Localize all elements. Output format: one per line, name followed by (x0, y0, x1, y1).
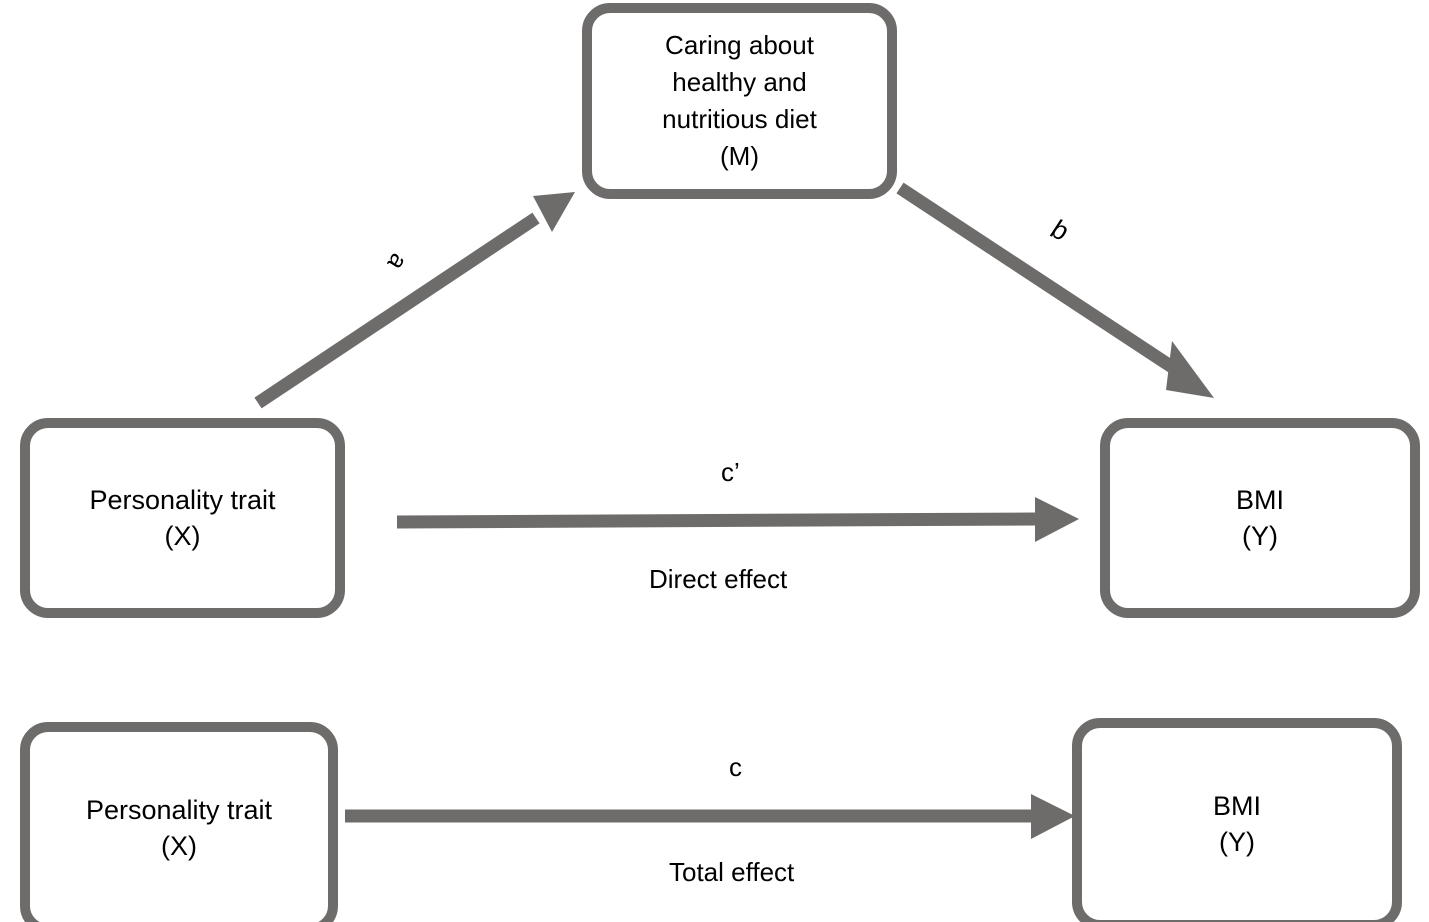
node-predictor-bottom-label: Personality trait (X) (85, 795, 273, 861)
path-a-label: a (381, 248, 413, 276)
path-c-arrow (345, 794, 1075, 839)
node-outcome-bottom-label: BMI (Y) (1212, 791, 1261, 857)
node-predictor-bottom[interactable]: Personality trait (X) (20, 722, 338, 922)
path-c-label: c (729, 752, 742, 782)
node-mediator-label: Caring about healthy and nutritious diet… (662, 30, 817, 171)
node-mediator[interactable]: Caring about healthy and nutritious diet… (582, 3, 897, 199)
path-b-label: b (1047, 213, 1073, 247)
node-predictor-top[interactable]: Personality trait (X) (20, 418, 345, 618)
node-outcome-top[interactable]: BMI (Y) (1100, 418, 1420, 618)
total-effect-caption: Total effect (669, 857, 795, 887)
node-outcome-bottom[interactable]: BMI (Y) (1072, 718, 1402, 922)
node-predictor-top-label: Personality trait (X) (89, 485, 276, 551)
path-c-prime-arrow (396, 497, 1079, 542)
path-a-arrow (254, 192, 575, 409)
direct-effect-caption: Direct effect (649, 564, 788, 594)
path-c-prime-label: c’ (721, 457, 740, 487)
node-outcome-top-label: BMI (Y) (1235, 485, 1284, 551)
